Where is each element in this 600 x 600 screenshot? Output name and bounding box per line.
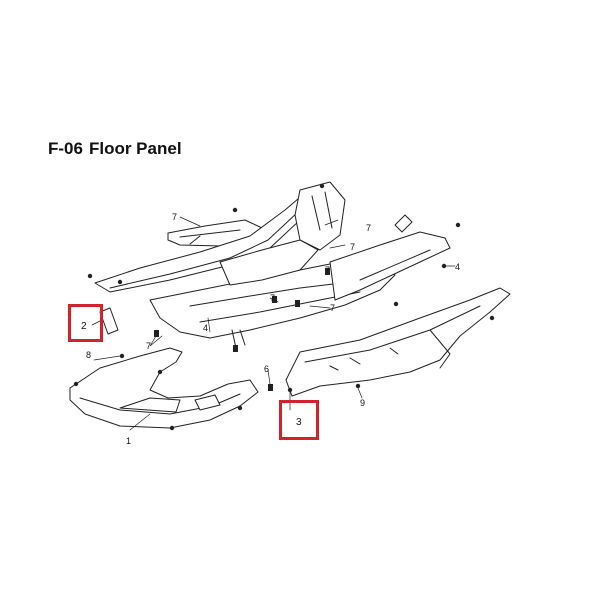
callout-7-b: 7 (325, 265, 330, 275)
callout-2: 2 (81, 321, 87, 332)
callout-1: 1 (126, 436, 131, 446)
callout-9: 9 (360, 398, 365, 408)
callout-5: 7 (172, 212, 177, 222)
callout-4-left: 4 (203, 323, 208, 333)
callout-7-a: 7 (366, 223, 371, 233)
callout-3: 3 (296, 417, 302, 428)
callout-7-e: 7 (146, 341, 151, 351)
callout-4-right: 4 (455, 262, 460, 272)
diagram-name: Floor Panel (88, 139, 182, 158)
leader-lines (91, 216, 456, 431)
highlight-box-part-3: 3 (279, 400, 319, 440)
callout-7-c: 7 (270, 293, 275, 303)
part-2-bracket (99, 307, 119, 335)
part-6-rear-frame (329, 214, 451, 301)
callout-7-d: 7 (330, 303, 335, 313)
callout-8: 8 (86, 350, 91, 360)
diagram-title: F-06 Floor Panel (48, 139, 182, 159)
diagram-code: F-06 (48, 139, 83, 158)
highlight-box-part-2: 2 (68, 304, 103, 342)
part-1-floor-board (69, 347, 259, 429)
part-3-side-cover (285, 287, 511, 397)
callout-6: 7 (350, 242, 355, 252)
callout-7-f: 6 (264, 364, 269, 374)
callout-labels: 7 7 7 7 4 7 7 4 7 8 6 9 1 (86, 212, 460, 446)
fasteners (73, 183, 495, 431)
